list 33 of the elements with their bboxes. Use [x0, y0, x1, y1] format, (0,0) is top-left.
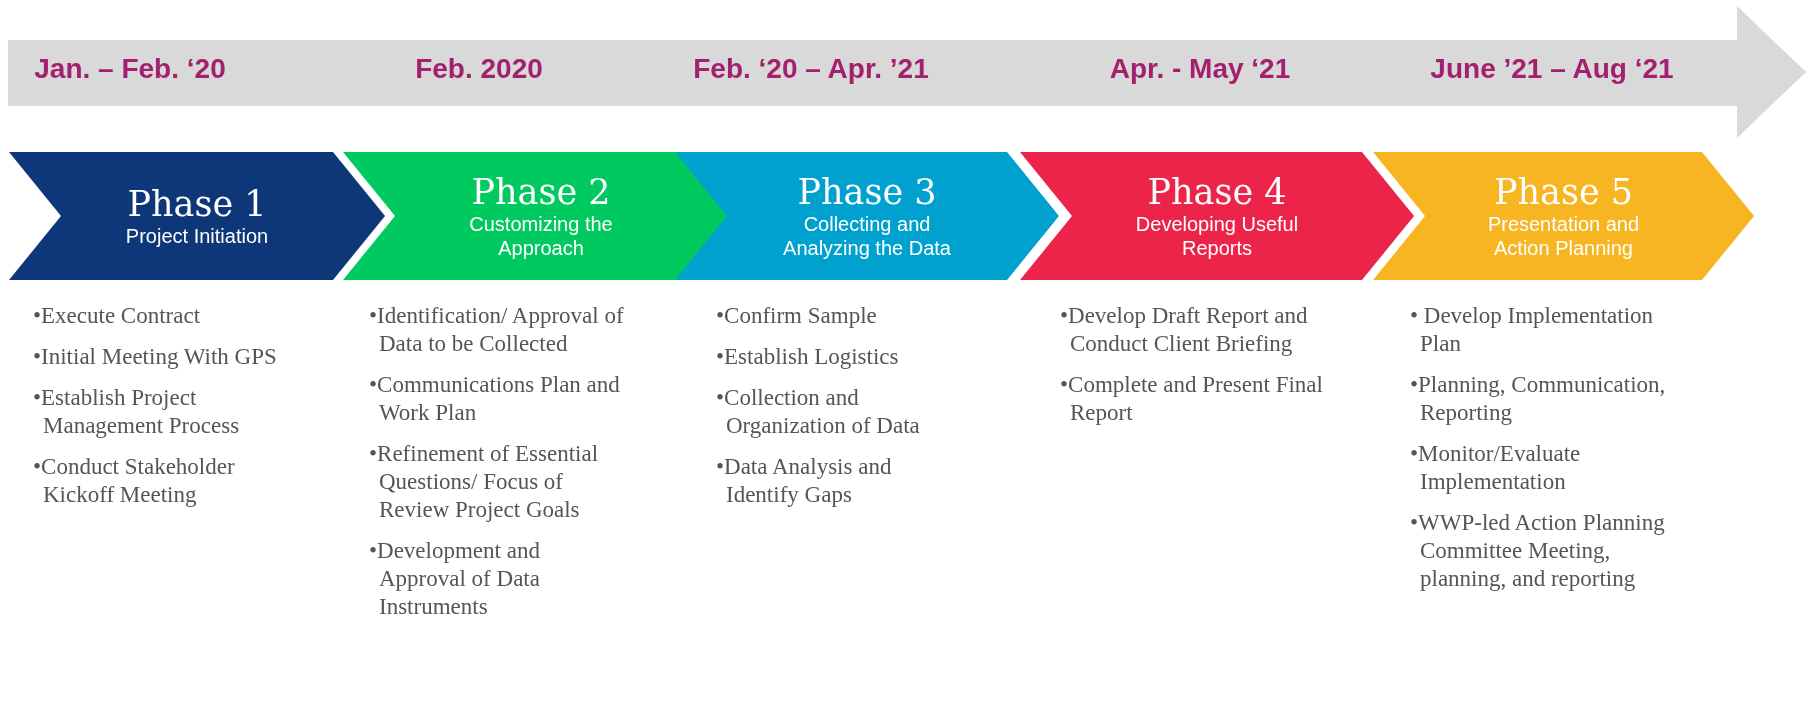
phase-title: Phase 1	[127, 184, 267, 224]
bullet-item: •Establish Logistics	[716, 343, 900, 371]
date-label: June ’21 – Aug ‘21	[1430, 53, 1674, 85]
phase-title: Phase 5	[1494, 172, 1633, 212]
bullet-item: •Execute Contract	[33, 302, 202, 330]
bullet-item: •Planning, Communication, Reporting	[1410, 371, 1667, 427]
bullet-item: •Initial Meeting With GPS	[33, 343, 278, 371]
bullet-item: •Communications Plan and Work Plan	[369, 371, 621, 427]
bullet-item: •Monitor/Evaluate Implementation	[1410, 440, 1582, 496]
bullet-item: •Confirm Sample	[716, 302, 878, 330]
bullet-item: • Develop Implementation Plan	[1410, 302, 1655, 358]
phase-subtitle: Presentation and Action Planning	[1486, 212, 1641, 260]
bullet-item: •Establish Project Management Process	[33, 384, 241, 440]
phase-subtitle: Project Initiation	[125, 224, 269, 248]
bullet-item: •Develop Draft Report and Conduct Client Briefing	[1060, 302, 1309, 358]
phase-subtitle: Developing Useful Reports	[1134, 212, 1300, 260]
date-label: Apr. - May ‘21	[1109, 53, 1291, 85]
bullet-item: •Complete and Present Final Report	[1060, 371, 1324, 427]
phase-title: Phase 2	[471, 172, 611, 212]
bullet-item: •Refinement of Essential Questions/ Focus of Review Project Goals	[369, 440, 600, 524]
phase-title: Phase 4	[1147, 172, 1287, 212]
bullet-item: •Data Analysis and Identify Gaps	[716, 453, 893, 509]
bullet-item: •Identification/ Approval of Data to be Collected	[369, 302, 625, 358]
bullet-item: •Conduct Stakeholder Kickoff Meeting	[33, 453, 236, 509]
bullet-item: •Collection and Organization of Data	[716, 384, 921, 440]
date-label: Feb. ‘20 – Apr. ’21	[693, 53, 929, 85]
bullet-item: •WWP-led Action Planning Committee Meeting, planning, and reporting	[1410, 509, 1666, 593]
date-label: Feb. 2020	[415, 53, 543, 85]
phase-subtitle: Customizing the Approach	[468, 212, 614, 260]
date-label: Jan. – Feb. ‘20	[34, 53, 226, 85]
bullet-item: •Development and Approval of Data Instruments	[369, 537, 541, 621]
phase-subtitle: Collecting and Analyzing the Data	[782, 212, 952, 260]
phase-title: Phase 3	[797, 172, 937, 212]
